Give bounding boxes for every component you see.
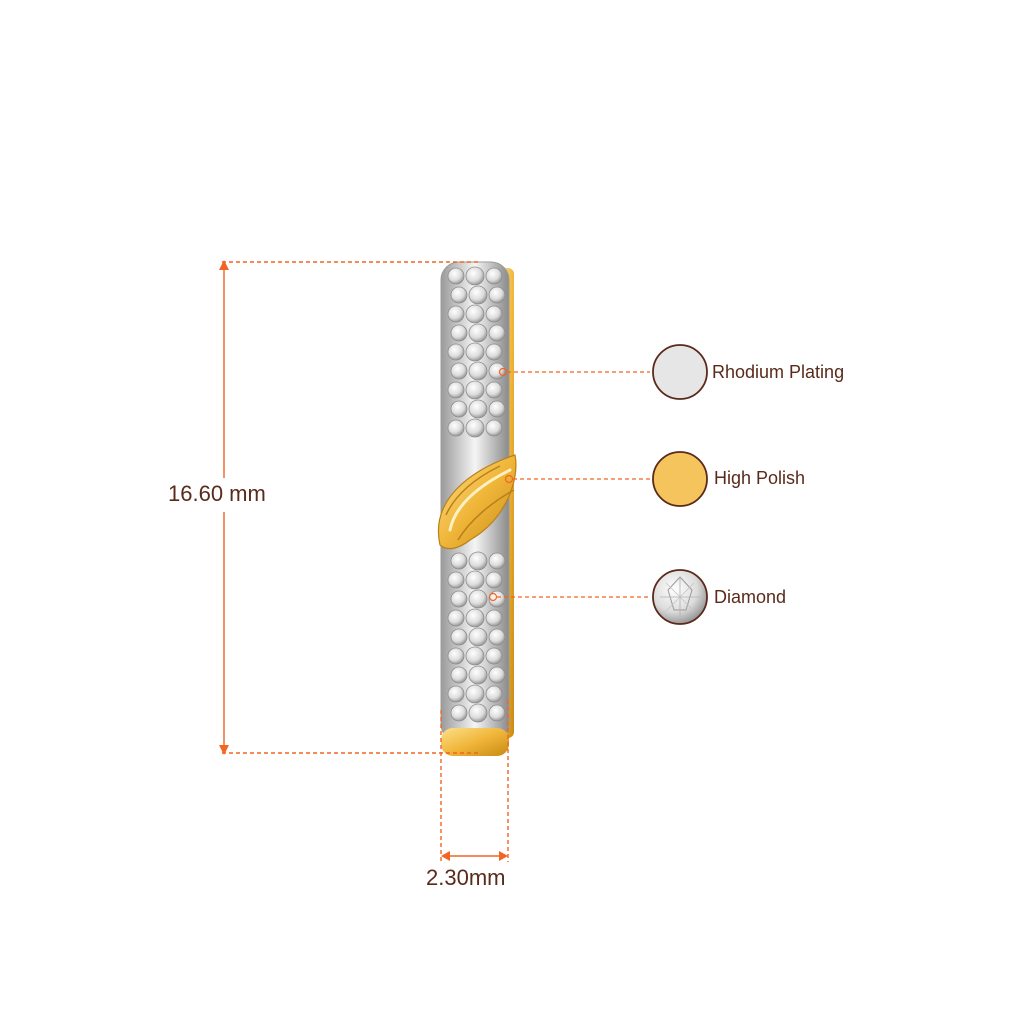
diamond-stone [468,361,488,381]
polish-callout-dot [504,474,514,484]
diamond-stone [447,685,465,703]
rhodium-callout-dot [498,367,508,377]
diamond-stone [450,552,468,570]
diamond-stone [468,323,488,343]
diamond-stone [465,646,485,666]
diamond-pave [447,266,506,723]
diamond-stone [447,571,465,589]
diamond-stone [485,647,503,665]
legend-swatches [652,344,708,625]
diamond-stone [485,267,503,285]
diamond-stone [488,628,506,646]
diamond-stone [450,324,468,342]
diamond-stone [468,627,488,647]
diamond-stone [447,609,465,627]
width-dimension [440,700,509,862]
diamond-stone [450,590,468,608]
callout-lines [488,367,650,602]
diamond-stone [450,628,468,646]
legend-label-diamond: Diamond [714,587,787,607]
earring-illustration [437,261,517,756]
rhodium-swatch-icon [652,344,708,400]
diamond-stone [488,704,506,722]
diamond-stone [485,571,503,589]
diamond-stone [465,570,485,590]
diamond-stone [447,267,465,285]
diamond-stone [447,419,465,437]
diamond-callout-dot [488,592,498,602]
diamond-stone [468,665,488,685]
diamond-stone [450,362,468,380]
diamond-stone [468,285,488,305]
earring-hinge [441,728,509,756]
diamond-stone [468,551,488,571]
diamond-stone [485,419,503,437]
diamond-stone [447,305,465,323]
legend-label-high-polish: High Polish [714,468,806,488]
diamond-swatch-icon [652,569,708,625]
diamond-stone [468,589,488,609]
diamond-stone [450,286,468,304]
diamond-stone [450,666,468,684]
diamond-stone [488,362,506,380]
diamond-stone [485,381,503,399]
diamond-stone [488,400,506,418]
diamond-stone [465,380,485,400]
diamond-stone [447,647,465,665]
height-dimension-label: 16.60 mm [168,481,266,506]
diamond-stone [450,704,468,722]
diamond-stone [465,608,485,628]
height-dimension [219,260,480,755]
diamond-stone [488,286,506,304]
gold-twist-motif [437,454,517,550]
diamond-stone [488,666,506,684]
diamond-stone [468,703,488,723]
diamond-stone [468,399,488,419]
diamond-stone [488,590,506,608]
diamond-stone [488,552,506,570]
width-dimension-label: 2.30mm [426,865,506,890]
diamond-stone [465,304,485,324]
diamond-stone [450,400,468,418]
gold-swatch-icon [652,451,708,507]
diamond-stone [485,609,503,627]
diamond-stone [485,305,503,323]
diamond-stone [485,685,503,703]
diamond-stone [488,324,506,342]
diamond-stone [485,343,503,361]
diamond-stone [465,418,485,438]
diamond-stone [447,343,465,361]
diamond-stone [465,684,485,704]
legend-label-rhodium: Rhodium Plating [712,362,845,382]
diamond-stone [465,266,485,286]
diamond-stone [447,381,465,399]
diamond-stone [465,342,485,362]
